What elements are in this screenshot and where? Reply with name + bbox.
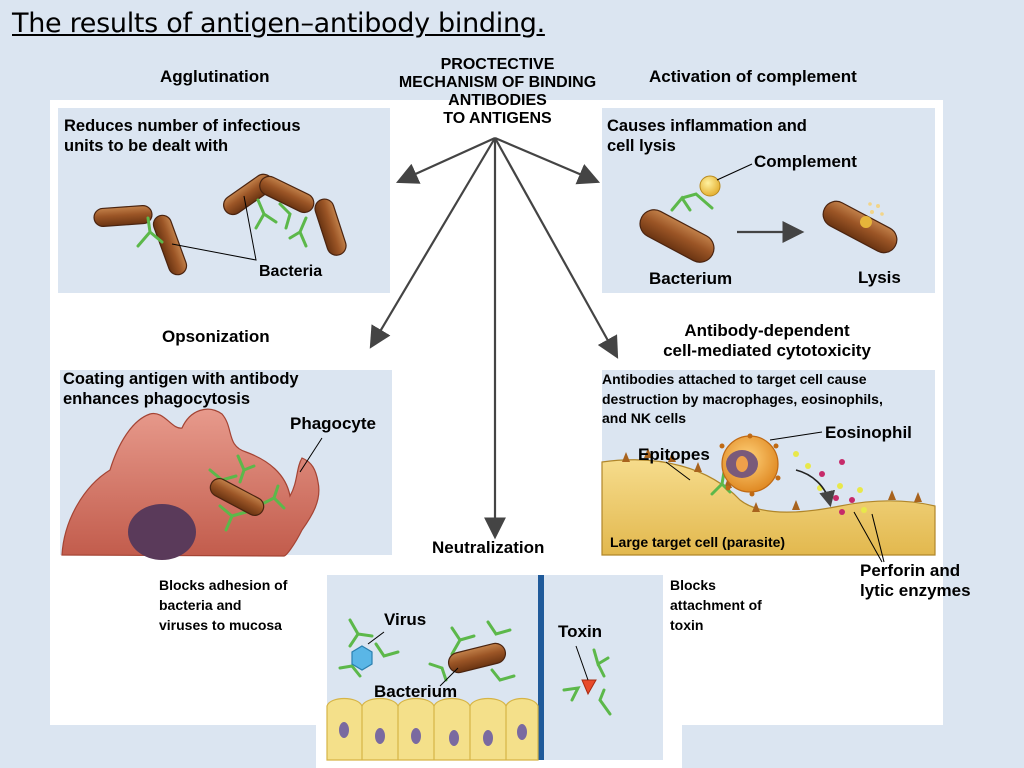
complement-description: Causes inflammation and cell lysis <box>607 116 807 156</box>
agglutination-description: Reduces number of infectious units to be… <box>64 116 301 156</box>
opsonization-description: Coating antigen with antibody enhances p… <box>63 369 299 409</box>
eosinophil <box>719 433 781 497</box>
bacterium-pointer <box>439 667 459 687</box>
adcc-heading-line-2: cell-mediated cytotoxicity <box>663 341 871 360</box>
phagocyte-pointer <box>299 437 323 473</box>
arrows <box>369 136 619 540</box>
perforin-label: Perforin and lytic enzymes <box>860 561 971 601</box>
neutralization-right-line-2: attachment of <box>670 597 762 613</box>
arrow-agglutination <box>395 136 496 184</box>
neutralization-bacterium <box>447 642 507 674</box>
opsonization-desc-line-1: Coating antigen with antibody <box>63 370 299 388</box>
epitopes-label: Epitopes <box>638 445 710 464</box>
bacterium <box>314 198 347 256</box>
toxin-pointer <box>575 645 589 681</box>
adcc-desc-line-3: and NK cells <box>602 410 687 426</box>
complement-label: Complement <box>754 152 857 171</box>
phagocyte <box>61 408 320 560</box>
agglutination-desc-line-2: units to be dealt with <box>64 137 229 155</box>
virus-pointer <box>367 631 385 645</box>
granule-arrow <box>795 469 836 508</box>
perforin-label-line-1: Perforin and <box>860 561 961 580</box>
neutralization-left-line-2: bacteria and <box>159 597 242 613</box>
complement-desc-line-2: cell lysis <box>607 137 676 155</box>
toxin <box>581 679 597 696</box>
perforin-pointer <box>853 511 885 563</box>
arrow-complement <box>494 136 601 185</box>
phagocyte-label: Phagocyte <box>290 414 376 433</box>
complement-heading: Activation of complement <box>649 67 857 86</box>
arrow-opsonization <box>369 137 496 349</box>
bacterium <box>93 205 153 227</box>
lysis-bacterium <box>822 200 898 254</box>
agglutination-desc-line-1: Reduces number of infectious <box>64 117 301 135</box>
lysis-label: Lysis <box>858 268 901 287</box>
opsonization-heading: Opsonization <box>162 327 270 346</box>
bacteria-label: Bacteria <box>259 263 323 280</box>
target-cell-label: Large target cell (parasite) <box>610 534 786 550</box>
adcc-heading-line-1: Antibody-dependent <box>684 321 850 340</box>
page-title: The results of antigen–antibody binding. <box>12 8 545 39</box>
epitopes-pointer <box>665 461 691 481</box>
eosinophil-pointer <box>769 431 823 441</box>
complement-antibody <box>670 192 714 212</box>
center-line-2: MECHANISM OF BINDING <box>398 74 597 91</box>
complement-bacterium-left <box>639 209 715 263</box>
adcc-desc-line-2: destruction by macrophages, eosinophils, <box>602 390 883 407</box>
agglutination-panel <box>58 108 390 293</box>
neutralization-right-line-1: Blocks <box>670 577 716 593</box>
complement-desc-line-1: Causes inflammation and <box>607 117 807 135</box>
center-line-4: TO ANTIGENS <box>443 110 552 127</box>
complement-protein <box>699 175 721 197</box>
toxin-label: Toxin <box>558 622 603 641</box>
eosinophil-label: Eosinophil <box>825 423 912 442</box>
center-line-3: ANTIBODIES <box>448 92 547 109</box>
agglutination-antibodies <box>136 198 308 248</box>
bacterium <box>259 175 315 214</box>
bacterium-antibodies <box>428 620 516 682</box>
complement-panel <box>602 108 935 293</box>
bacteria-pointer <box>171 195 257 261</box>
center-line-1: PROCTECTIVE <box>440 56 555 73</box>
adcc-description: Antibodies attached to target cell cause… <box>602 370 883 429</box>
complement-pointer <box>716 163 753 181</box>
adcc-heading: Antibody-dependent cell-mediated cytotox… <box>612 321 922 361</box>
virus-antibodies <box>338 618 400 678</box>
perforin-label-line-2: lytic enzymes <box>860 581 971 600</box>
neutralization-divider <box>538 575 544 760</box>
bacterium-label: Bacterium <box>649 269 733 288</box>
opsonized-bacterium <box>209 478 265 516</box>
neutralization-left-line-3: viruses to mucosa <box>159 617 282 633</box>
agglutination-bacteria <box>93 173 347 276</box>
neutralization-heading: Neutralization <box>432 538 545 557</box>
neutralization-right-line-3: toxin <box>670 617 704 633</box>
target-cell <box>601 448 936 556</box>
opsonization-desc-line-2: enhances phagocytosis <box>63 390 251 408</box>
arrow-adcc <box>494 137 619 359</box>
center-heading: PROCTECTIVE MECHANISM OF BINDING ANTIBOD… <box>360 56 635 128</box>
neutralization-bacterium-label: Bacterium <box>374 682 458 701</box>
bacterium <box>152 214 188 276</box>
agglutination-heading: Agglutination <box>160 67 270 86</box>
epithelial-cells <box>326 697 539 761</box>
virus-label: Virus <box>384 610 427 629</box>
toxin-antibodies <box>562 648 612 716</box>
adcc-desc-line-1: Antibodies attached to target cell cause <box>602 371 867 387</box>
neutralization-right-text: Blocks attachment of toxin <box>670 575 762 635</box>
neutralization-left-line-1: Blocks adhesion of <box>159 577 288 593</box>
neutralization-left-text: Blocks adhesion of bacteria and viruses … <box>159 575 287 635</box>
virus <box>351 645 373 671</box>
